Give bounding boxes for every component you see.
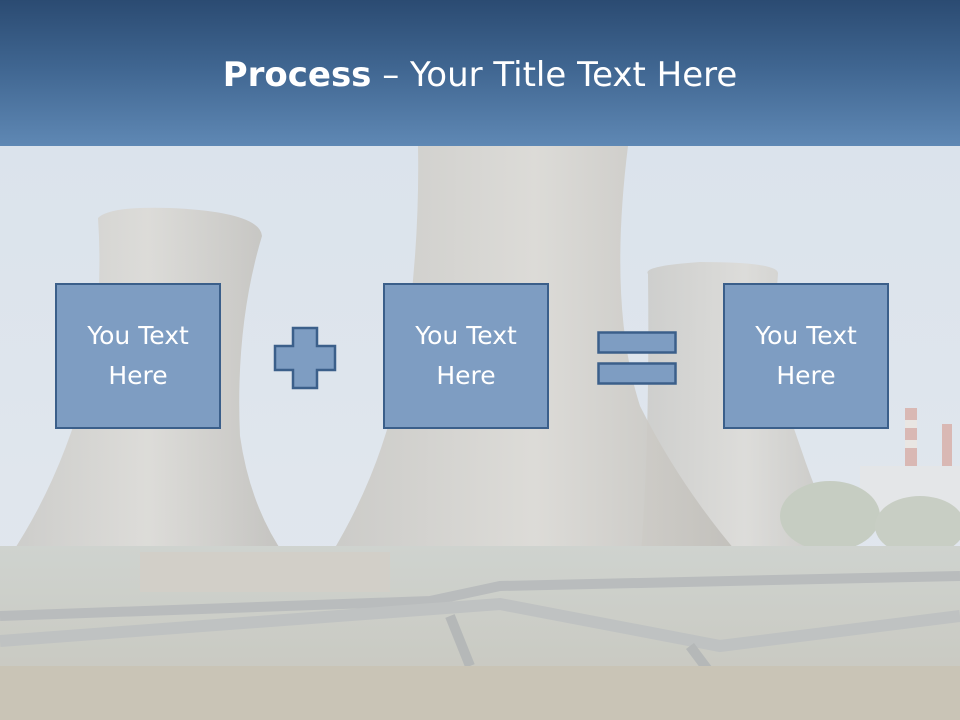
pipelines <box>0 571 960 621</box>
text-box-3[interactable]: You Text Here <box>723 283 889 429</box>
text-box-1-label: You Text Here <box>87 321 189 390</box>
text-box-3-label: You Text Here <box>755 321 857 390</box>
equals-icon <box>597 331 677 385</box>
slide-title: Process – Your Title Text Here <box>0 52 960 98</box>
background-photo <box>0 146 960 720</box>
slide-title-rest: – Your Title Text Here <box>371 55 738 95</box>
text-box-2[interactable]: You Text Here <box>383 283 549 429</box>
slide-title-bold: Process <box>222 55 372 95</box>
title-bar <box>0 0 960 146</box>
plus-icon <box>273 326 337 390</box>
text-box-2-label: You Text Here <box>415 321 517 390</box>
text-box-1[interactable]: You Text Here <box>55 283 221 429</box>
